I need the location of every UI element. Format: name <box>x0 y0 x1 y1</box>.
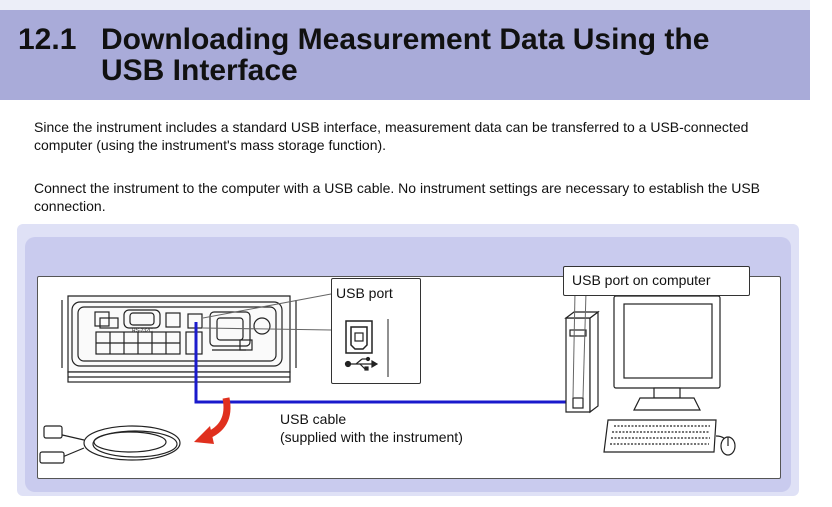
instrument-illustration <box>61 295 297 383</box>
section-number: 12.1 <box>18 23 77 56</box>
usb-cable-label: USB cable (supplied with the instrument) <box>280 410 463 446</box>
pc-port-label: USB port on computer <box>572 272 711 288</box>
usb-port-callout: USB port <box>331 278 421 384</box>
rs232c-label: RS-232C <box>132 328 153 334</box>
pc-port-callout: USB port on computer <box>563 266 750 296</box>
usb-cable-label-line1: USB cable <box>280 411 347 427</box>
usb-leader-bottom <box>202 327 332 331</box>
usb-cable-label-line2: (supplied with the instrument) <box>280 429 463 445</box>
computer-tower-illustration <box>564 310 600 414</box>
usb-cable-coil-illustration <box>39 425 181 464</box>
usb-port-label: USB port <box>336 285 393 301</box>
monitor-illustration <box>613 295 721 411</box>
title-line-1: Downloading Measurement Data Using the <box>101 23 710 56</box>
intro-paragraph: Since the instrument includes a standard… <box>34 119 749 153</box>
pc-leader-left <box>572 291 576 399</box>
section-title: 12.1 Downloading Measurement Data Using t… <box>18 24 709 86</box>
section-header: 12.1 Downloading Measurement Data Using t… <box>0 0 810 100</box>
title-line-2: USB Interface <box>101 54 298 87</box>
arrow-head <box>194 426 214 444</box>
connection-paragraph: Connect the instrument to the computer w… <box>34 180 761 214</box>
keyboard-illustration <box>603 419 736 456</box>
usb-b-port-icon <box>344 319 389 377</box>
pc-leader-right <box>582 291 587 399</box>
usb-leader-top <box>202 293 332 319</box>
